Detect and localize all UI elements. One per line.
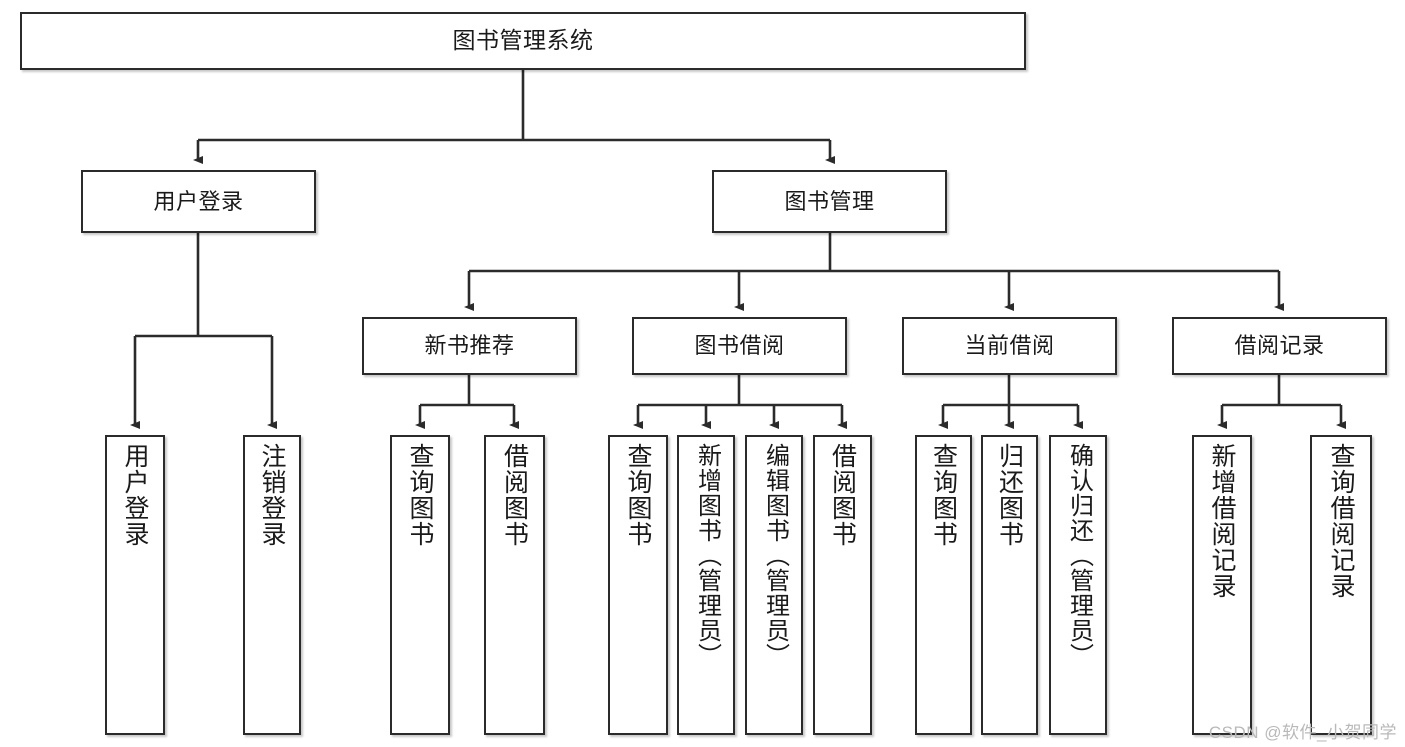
node-borrow-record-label: 借阅记录 <box>1234 333 1325 359</box>
node-leaf-query-record[interactable]: 查询借阅记录 <box>1310 435 1372 735</box>
node-leaf-confirm-return[interactable]: 确认归还（管理员） <box>1049 435 1107 735</box>
node-leaf-edit-book-label: 编辑图书（管理员） <box>761 443 789 668</box>
node-book-borrow-label: 图书借阅 <box>694 333 785 359</box>
node-leaf-logout-label: 注销登录 <box>258 443 286 547</box>
node-root[interactable]: 图书管理系统 <box>20 12 1026 70</box>
node-leaf-query-book-1[interactable]: 查询图书 <box>390 435 450 735</box>
node-new-book-rec[interactable]: 新书推荐 <box>362 317 577 375</box>
node-leaf-borrow-book-2[interactable]: 借阅图书 <box>813 435 872 735</box>
node-leaf-add-record[interactable]: 新增借阅记录 <box>1192 435 1252 735</box>
node-book-borrow[interactable]: 图书借阅 <box>632 317 847 375</box>
node-leaf-user-login-label: 用户登录 <box>121 443 149 547</box>
node-book-manage[interactable]: 图书管理 <box>712 170 947 233</box>
node-current-borrow[interactable]: 当前借阅 <box>902 317 1117 375</box>
watermark: CSDN @软件_小贺同学 <box>1208 723 1397 742</box>
node-leaf-query-book-3[interactable]: 查询图书 <box>915 435 972 735</box>
node-leaf-return-book-label: 归还图书 <box>995 443 1024 547</box>
node-user-login-label: 用户登录 <box>153 188 244 214</box>
node-borrow-record[interactable]: 借阅记录 <box>1172 317 1387 375</box>
node-book-manage-label: 图书管理 <box>784 188 875 214</box>
node-current-borrow-label: 当前借阅 <box>964 333 1055 359</box>
node-leaf-return-book[interactable]: 归还图书 <box>981 435 1038 735</box>
node-user-login[interactable]: 用户登录 <box>81 170 316 233</box>
node-new-book-rec-label: 新书推荐 <box>424 333 515 359</box>
node-leaf-query-record-label: 查询借阅记录 <box>1327 443 1355 599</box>
node-leaf-query-book-3-label: 查询图书 <box>929 443 958 547</box>
node-leaf-add-book-label: 新增图书（管理员） <box>693 443 721 668</box>
node-root-label: 图书管理系统 <box>452 27 594 54</box>
node-leaf-confirm-return-label: 确认归还（管理员） <box>1065 443 1093 668</box>
node-leaf-query-book-2[interactable]: 查询图书 <box>608 435 668 735</box>
node-leaf-query-book-1-label: 查询图书 <box>406 443 434 547</box>
node-leaf-borrow-book-1[interactable]: 借阅图书 <box>484 435 545 735</box>
node-leaf-add-book[interactable]: 新增图书（管理员） <box>677 435 735 735</box>
node-leaf-add-record-label: 新增借阅记录 <box>1208 443 1236 599</box>
node-leaf-edit-book[interactable]: 编辑图书（管理员） <box>745 435 803 735</box>
node-leaf-user-login[interactable]: 用户登录 <box>105 435 165 735</box>
node-leaf-borrow-book-1-label: 借阅图书 <box>500 443 529 547</box>
node-leaf-query-book-2-label: 查询图书 <box>624 443 652 547</box>
node-leaf-borrow-book-2-label: 借阅图书 <box>828 443 857 547</box>
node-leaf-logout[interactable]: 注销登录 <box>243 435 301 735</box>
